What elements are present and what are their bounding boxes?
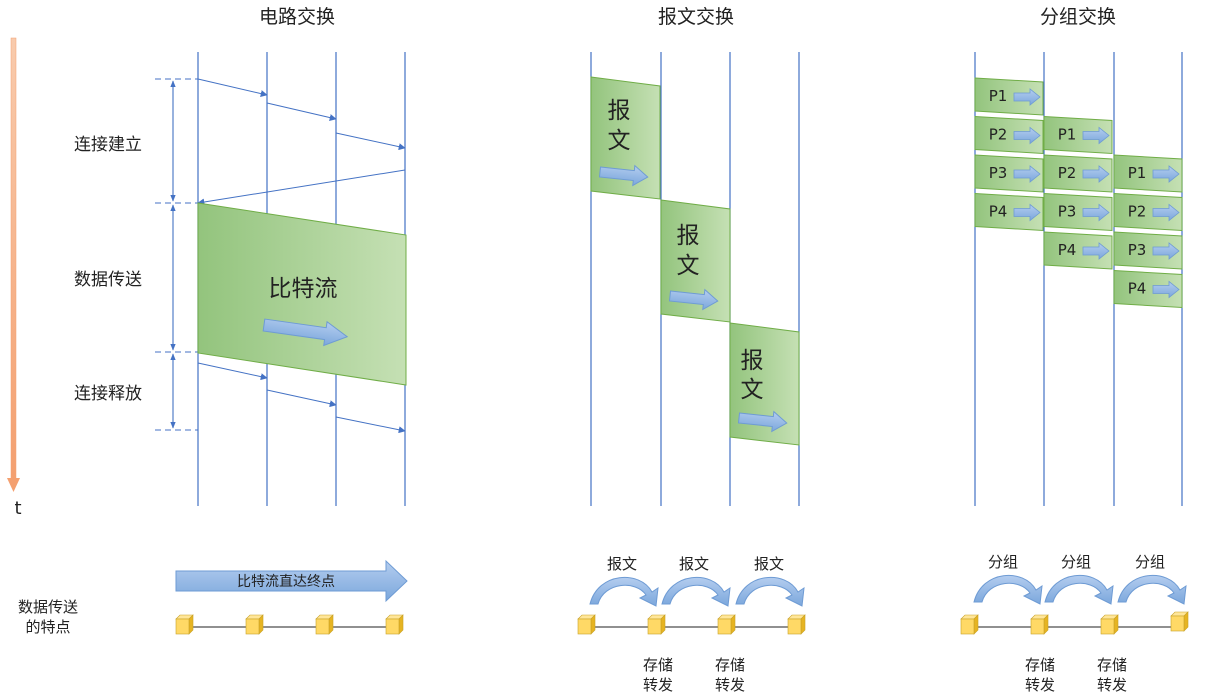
node-cube	[175, 614, 194, 635]
title-message-switching: 报文交换	[658, 6, 734, 28]
store-forward-label: 存储	[1097, 656, 1127, 674]
store-forward-label: 转发	[643, 676, 673, 694]
message-block-label: 报	[741, 348, 764, 374]
bitstream-arrow	[262, 318, 349, 347]
message-block: 报 文	[590, 76, 661, 200]
hop-label: 报文	[679, 555, 709, 573]
hop-label: 分组	[1061, 553, 1091, 571]
message-block-label: 文	[677, 253, 700, 279]
title-packet-switching: 分组交换	[1040, 6, 1116, 28]
store-forward-label: 存储	[643, 656, 673, 674]
hop-arrows	[973, 574, 1187, 605]
bitstream-block	[197, 202, 407, 386]
message-switching-panel: 报 文 报 文 报 文	[590, 52, 800, 506]
node-cube	[960, 614, 979, 635]
packet-label: P3	[1128, 241, 1147, 259]
packet-label: P4	[1058, 241, 1077, 259]
hop-label: 分组	[1135, 553, 1165, 571]
node-cube	[717, 614, 736, 635]
packet-label: P4	[989, 203, 1008, 221]
packet-block: P2	[1113, 192, 1183, 232]
message-block: 报 文	[729, 322, 800, 446]
packet-block: P3	[974, 154, 1044, 193]
node-cube	[647, 614, 666, 635]
features-title-line2: 的特点	[25, 618, 70, 636]
bitstream-label: 比特流	[269, 276, 338, 302]
node-cube	[315, 614, 334, 635]
store-forward-label: 存储	[1025, 656, 1055, 674]
packet-block: P2	[974, 115, 1044, 155]
packet-block: P4	[974, 192, 1044, 232]
hop-label: 报文	[754, 555, 784, 573]
message-block-label: 报	[608, 98, 631, 124]
packet-block: P3	[1113, 231, 1183, 270]
node-cube	[1170, 611, 1189, 632]
circuit-feature: 比特流直达终点	[175, 559, 408, 635]
store-forward-label: 转发	[1097, 676, 1127, 694]
message-feature: 报文 报文 报文 存储 转发 存储 转发	[577, 555, 806, 694]
node-cube	[1030, 614, 1049, 635]
node-cube	[1100, 614, 1119, 635]
hop-label: 分组	[988, 553, 1018, 571]
packet-label: P1	[1058, 126, 1077, 144]
title-circuit-switching: 电路交换	[259, 6, 335, 28]
node-cube	[787, 614, 806, 635]
store-forward-label: 存储	[715, 656, 745, 674]
packet-label: P1	[1128, 164, 1147, 182]
phase-label-release: 连接释放	[74, 384, 142, 404]
hop-arrows	[589, 576, 805, 607]
node-cube	[385, 614, 404, 635]
node-cube	[245, 614, 264, 635]
circuit-switching-panel: 连接建立 数据传送 连接释放 比特流	[74, 52, 407, 506]
store-forward-label: 转发	[715, 676, 745, 694]
direct-arrow-label: 比特流直达终点	[237, 573, 335, 590]
packet-block: P3	[1043, 192, 1113, 232]
packet-label: P3	[1058, 203, 1077, 221]
phase-label-setup: 连接建立	[74, 135, 142, 155]
packet-block: P1	[1043, 115, 1113, 155]
store-forward-label: 转发	[1025, 676, 1055, 694]
node-cube	[577, 614, 596, 635]
features-title-line1: 数据传送	[18, 598, 78, 616]
packet-feature: 分组 分组 分组 存储 转发 存储 转发	[960, 553, 1189, 694]
packet-block: P4	[1113, 269, 1183, 309]
message-block-label: 文	[741, 377, 764, 403]
packet-block: P2	[1043, 154, 1113, 193]
packet-label: P2	[989, 126, 1008, 144]
packet-label: P3	[989, 164, 1008, 182]
packet-block: P1	[1113, 154, 1183, 193]
phase-markers	[155, 78, 198, 431]
message-block: 报 文	[660, 199, 731, 323]
packet-label: P1	[989, 87, 1008, 105]
phase-label-transfer: 数据传送	[74, 270, 142, 290]
packet-block: P1	[974, 77, 1044, 116]
message-block-label: 报	[677, 223, 700, 249]
message-block-label: 文	[608, 128, 631, 154]
release-signals	[197, 362, 406, 434]
packet-label: P2	[1058, 164, 1077, 182]
time-axis-label: t	[14, 498, 21, 519]
packet-label: P2	[1128, 203, 1147, 221]
setup-signals	[197, 78, 406, 206]
time-axis: t	[7, 37, 22, 519]
direct-arrow	[175, 559, 408, 603]
hop-label: 报文	[607, 555, 637, 573]
packet-block: P4	[1043, 231, 1113, 270]
packet-label: P4	[1128, 280, 1147, 298]
